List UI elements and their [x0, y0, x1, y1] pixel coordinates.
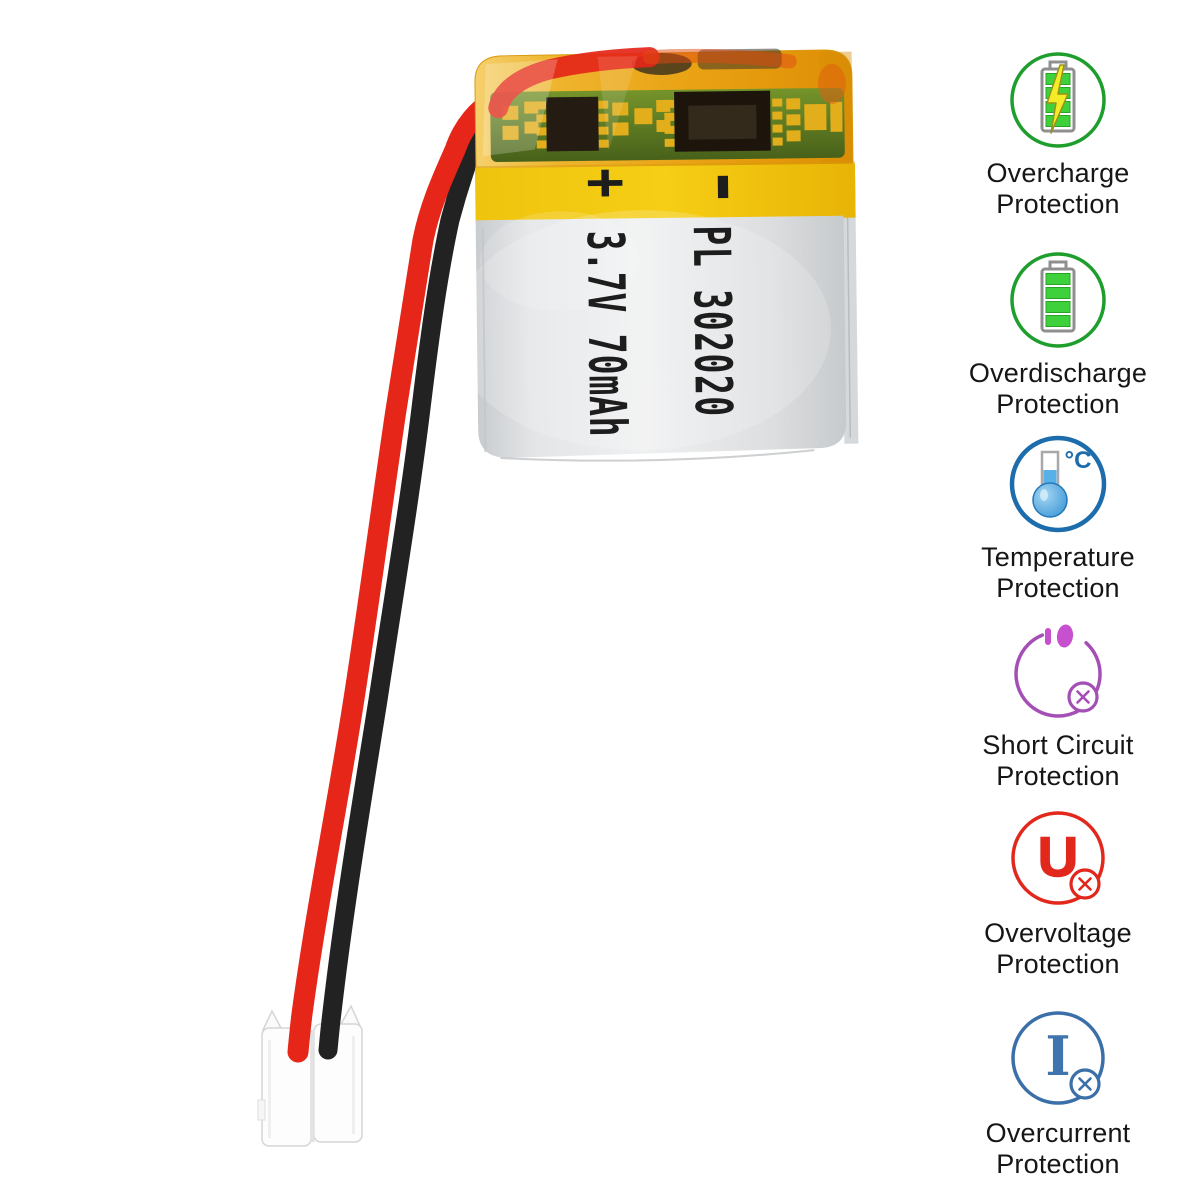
pouch-body	[450, 210, 847, 462]
ic-chip-small	[546, 96, 599, 152]
protection-pcb-section	[474, 47, 854, 177]
current-symbol: I	[1045, 1024, 1070, 1088]
battery-model-label: PL 302020	[681, 225, 743, 418]
battery-spec-label: 3.7V 70mAh	[575, 230, 637, 437]
battery-photo: + - 3.7V 70mAh PL 302020	[257, 47, 859, 1147]
open-circuit-x-icon	[1014, 624, 1102, 718]
battery-print: + - 3.7V 70mAh PL 302020	[575, 153, 770, 438]
battery-wires	[287, 77, 531, 1063]
battery-full-icon	[1010, 252, 1106, 348]
celsius-label: °C	[1065, 447, 1092, 474]
black-wire	[318, 90, 502, 1060]
lightning-bolt-icon	[1046, 64, 1069, 134]
battery-lightning-icon	[1010, 52, 1106, 148]
pcb-gold-pads	[502, 98, 843, 149]
jst-connector	[257, 1004, 363, 1147]
red-wire-top-segment	[488, 47, 660, 118]
polarity-positive-mark: +	[585, 153, 624, 211]
polarity-negative-mark: -	[685, 165, 770, 209]
red-wire	[287, 77, 531, 1063]
current-i-x-icon: I	[1011, 1011, 1105, 1105]
yellow-band	[474, 161, 856, 223]
thermometer-icon: °C	[1009, 435, 1107, 533]
battery-cell: + - 3.7V 70mAh PL 302020	[450, 47, 859, 462]
voltage-u-x-icon: U	[1011, 811, 1105, 905]
